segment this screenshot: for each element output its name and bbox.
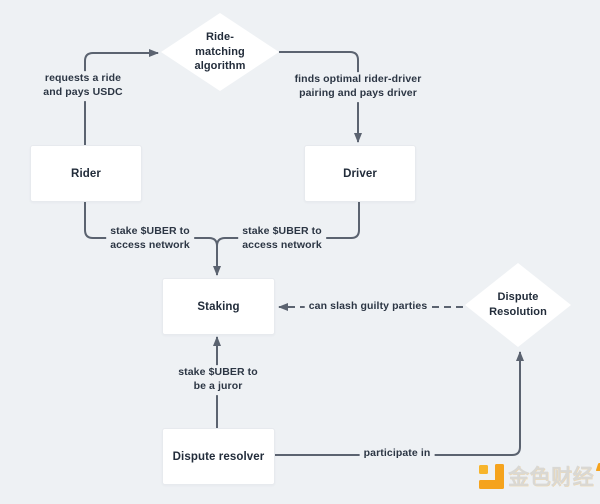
- node-label: Dispute resolver: [172, 450, 265, 463]
- node-label: Staking: [197, 300, 240, 313]
- node-dispute-resolver: Dispute resolver: [162, 428, 275, 485]
- node-rider: Rider: [30, 145, 142, 202]
- watermark-text: 金色财经: [508, 466, 594, 489]
- node-label: Dispute Resolution: [489, 291, 547, 318]
- edge-label-stake-uber-access-network-left: stake $UBER to access network: [106, 224, 194, 254]
- jinse-finance-watermark: 金色财经: [479, 461, 600, 491]
- edge-label-finds-optimal-pairing: finds optimal rider-driver pairing and p…: [290, 72, 426, 102]
- node-label: Driver: [343, 167, 377, 180]
- edge-label-can-slash-guilty-parties: can slash guilty parties: [304, 299, 432, 315]
- edge-label-requests-a-ride: requests a ride and pays USDC: [39, 71, 127, 101]
- edge-driver-to-staking: [216, 200, 360, 247]
- edge-rider-to-algorithm: [84, 49, 159, 145]
- edge-label-participate-in: participate in: [359, 446, 435, 462]
- node-staking: Staking: [162, 278, 275, 335]
- node-label: Rider: [71, 167, 101, 180]
- jinse-logo-icon: [479, 463, 504, 489]
- edge-label-stake-uber-be-a-juror: stake $UBER to be a juror: [174, 365, 262, 395]
- edge-algorithm-to-driver: [279, 51, 362, 143]
- edge-label-stake-uber-access-network-right: stake $UBER to access network: [238, 224, 326, 254]
- node-driver: Driver: [304, 145, 416, 202]
- node-label: Ride- matching algorithm: [194, 30, 246, 73]
- edge-resolver-to-dispute-resolution: [273, 351, 524, 456]
